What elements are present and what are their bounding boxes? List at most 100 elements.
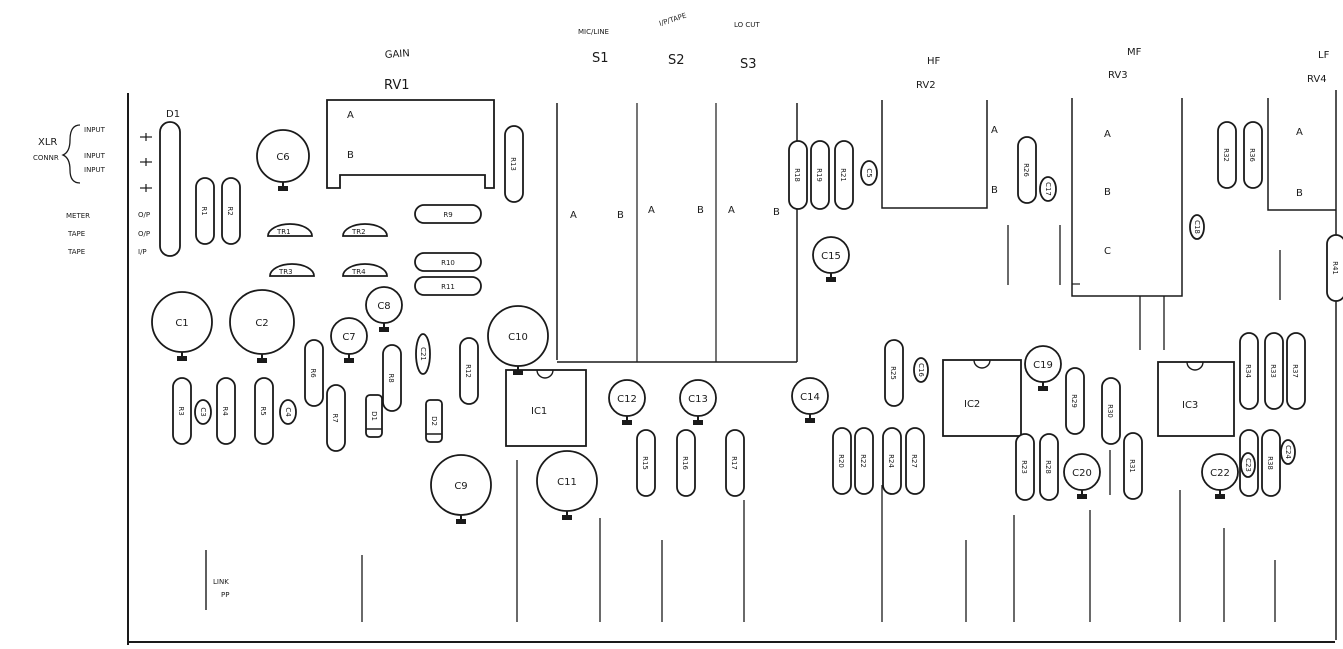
- resistor-label: R18: [793, 168, 801, 182]
- resistor-r12: R12: [459, 337, 479, 405]
- switch-bank: A B A B A B: [556, 103, 798, 363]
- link-label: LINK: [213, 578, 229, 586]
- capacitor-label: C13: [688, 394, 708, 405]
- resistor-r20: R20: [832, 427, 852, 495]
- resistor-r28: R28: [1039, 433, 1059, 501]
- capacitor-label: C8: [377, 301, 390, 312]
- resistor-label: R3: [177, 406, 185, 415]
- resistor-r31: R31: [1123, 432, 1143, 500]
- resistor-label: R19: [815, 168, 823, 182]
- resistor-label: R28: [1044, 460, 1052, 474]
- resistor-label: R36: [1248, 148, 1256, 162]
- tr3-label: TR3: [278, 268, 293, 276]
- pad-op-1-label: O/P: [138, 211, 150, 219]
- capacitor-c1: C1: [151, 291, 213, 361]
- capacitor-c12: C12: [608, 379, 646, 425]
- resistor-label: R7: [331, 413, 339, 422]
- small-capacitor-label: C3: [199, 407, 207, 416]
- resistor-r21: R21: [834, 140, 854, 210]
- resistor-label: R34: [1244, 364, 1252, 378]
- capacitor-label: C12: [617, 394, 637, 405]
- small-capacitor-c17: C17: [1039, 176, 1057, 202]
- rv4-label: RV4: [1307, 74, 1327, 85]
- resistor-label: R17: [730, 456, 738, 470]
- tape-1-label: TAPE: [67, 230, 85, 238]
- tr4-label: TR4: [351, 268, 366, 276]
- gain-label: GAIN: [384, 48, 410, 61]
- s3-pin-a: A: [728, 205, 735, 216]
- rv4-pin-a: A: [1296, 127, 1303, 138]
- resistor-r33: R33: [1264, 332, 1284, 410]
- lf-label: LF: [1318, 50, 1330, 61]
- resistor-r18: R18: [788, 140, 808, 210]
- capacitor-c22: C22: [1201, 453, 1239, 499]
- resistor-r41: R41: [1326, 234, 1343, 302]
- rv2-hf-pot: A B: [881, 100, 998, 209]
- resistor-label: R16: [681, 456, 689, 470]
- ic-packages: IC1 IC2 IC3: [505, 359, 1235, 447]
- capacitor-c13: C13: [679, 379, 717, 425]
- resistor-r2: R2: [221, 177, 241, 245]
- resistor-label: R25: [889, 366, 897, 380]
- capacitor-label: C7: [342, 332, 355, 343]
- small-capacitor-label: C16: [917, 363, 925, 377]
- resistor-label: R1: [200, 206, 208, 215]
- pad-ip-label: I/P: [138, 248, 147, 256]
- small-capacitor-c16: C16: [913, 357, 929, 383]
- resistor-label: R38: [1266, 456, 1274, 470]
- capacitor-c15: C15: [812, 236, 850, 282]
- resistor-r17: R17: [725, 429, 745, 497]
- input-tape-label: I/P/TAPE: [658, 12, 687, 28]
- resistor-label: R13: [509, 157, 517, 171]
- resistor-r23: R23: [1015, 433, 1035, 501]
- input-2-label: INPUT: [84, 152, 106, 160]
- resistor-r11: R11: [414, 276, 482, 296]
- resistor-r3: R3: [172, 377, 192, 445]
- board-outline: [127, 90, 1337, 645]
- connr-label: CONNR: [33, 154, 59, 162]
- link-jumper: LINK PP: [205, 550, 229, 610]
- pad-op-2-label: O/P: [138, 230, 150, 238]
- hf-label: HF: [927, 56, 941, 67]
- diode-d1: D1: [365, 394, 383, 438]
- resistor-r9: R9: [414, 204, 482, 224]
- small-capacitor-c24: C24: [1280, 439, 1296, 465]
- resistor-r26: R26: [1017, 136, 1037, 204]
- s1-pin-b: B: [617, 210, 624, 221]
- resistor-label: R33: [1269, 364, 1277, 378]
- rv3-label: RV3: [1108, 70, 1128, 81]
- capacitor-c20: C20: [1063, 453, 1101, 499]
- small-capacitor-label: C24: [1284, 445, 1292, 459]
- small-capacitor-label: C23: [1244, 458, 1252, 472]
- s3-pin-b: B: [773, 207, 780, 218]
- capacitor-c19: C19: [1024, 345, 1062, 391]
- rv1-pin-a: A: [347, 110, 354, 121]
- resistor-label: R12: [464, 364, 472, 378]
- capacitor-c7: C7: [330, 317, 368, 363]
- resistor-r38: R38: [1261, 429, 1281, 497]
- capacitor-label: C6: [276, 152, 289, 163]
- resistor-label: R8: [387, 373, 395, 382]
- resistor-label: R21: [839, 168, 847, 182]
- small-capacitor-label: C21: [419, 347, 427, 361]
- input-3-label: INPUT: [84, 166, 106, 174]
- resistor-label: R4: [221, 406, 229, 416]
- capacitor-c6: C6: [256, 129, 310, 191]
- tr2-label: TR2: [351, 228, 366, 236]
- capacitor-c9: C9: [430, 454, 492, 524]
- capacitor-label: C10: [508, 332, 528, 343]
- resistor-r1: R1: [195, 177, 215, 245]
- small-capacitor-label: C17: [1044, 182, 1052, 196]
- small-capacitor-label: C18: [1193, 220, 1201, 234]
- small-capacitor-label: C4: [284, 407, 292, 417]
- capacitor-label: C19: [1033, 360, 1053, 371]
- diode-label: D1: [370, 411, 378, 421]
- input-1-label: INPUT: [84, 126, 106, 134]
- resistor-label: R27: [910, 454, 918, 468]
- capacitor-label: C2: [255, 318, 268, 329]
- s2-label: S2: [668, 53, 685, 68]
- resistor-label: R22: [859, 454, 867, 468]
- small-capacitor-c18: C18: [1189, 214, 1205, 240]
- resistor-label: R20: [837, 454, 845, 468]
